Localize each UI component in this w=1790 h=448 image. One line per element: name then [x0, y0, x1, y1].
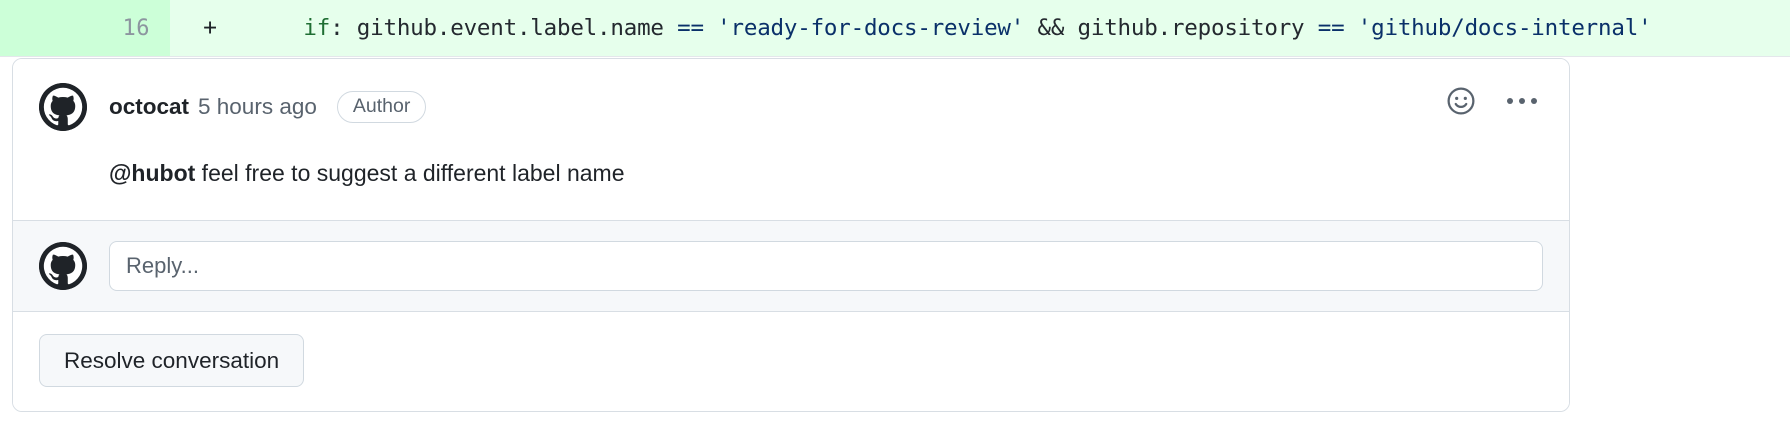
avatar[interactable] — [39, 242, 87, 291]
author-badge: Author — [336, 90, 427, 124]
comment-author[interactable]: octocat — [109, 94, 190, 119]
kebab-dot — [1531, 98, 1537, 104]
comment-header-actions — [1443, 83, 1543, 119]
reply-input[interactable] — [109, 241, 1543, 292]
user-mention-link[interactable]: @hubot — [109, 160, 196, 186]
diff-add-marker: + — [203, 15, 217, 41]
comment-timestamp[interactable]: 5 hours ago — [198, 94, 317, 119]
resolve-conversation-button[interactable]: Resolve conversation — [39, 334, 305, 388]
code-token-string-2: 'github/docs-internal' — [1357, 15, 1652, 41]
kebab-dot — [1519, 98, 1525, 104]
comment-footer: Resolve conversation — [13, 312, 1569, 412]
diff-line-added: 16 + if: github.event.label.name == 'rea… — [0, 0, 1790, 57]
reply-row — [13, 220, 1569, 313]
diff-code-content[interactable]: if: github.event.label.name == 'ready-fo… — [250, 0, 1790, 56]
code-token-expression-2: github.repository — [1077, 15, 1318, 41]
comment-block: octocat 5 hours ago Author — [13, 59, 1569, 221]
avatar[interactable] — [39, 83, 87, 131]
code-token-colon: : — [330, 15, 357, 41]
smiley-icon[interactable] — [1443, 83, 1479, 119]
diff-line-number[interactable]: 16 — [0, 0, 170, 56]
code-token-string-1: 'ready-for-docs-review' — [717, 15, 1025, 41]
code-token-operator-1: == — [677, 15, 718, 41]
comment-body-text: feel free to suggest a different label n… — [195, 160, 625, 186]
comment-body: @hubot feel free to suggest a different … — [13, 131, 1569, 220]
kebab-menu-icon[interactable] — [1501, 98, 1543, 104]
code-token-and-operator: && — [1024, 15, 1078, 41]
comment-header: octocat 5 hours ago Author — [13, 59, 1569, 131]
code-token-keyword: if — [303, 15, 331, 41]
review-comment-thread: octocat 5 hours ago Author — [12, 58, 1570, 413]
kebab-dot — [1507, 98, 1513, 104]
code-token-expression-1: github.event.label.name — [356, 15, 678, 41]
diff-code-indent — [250, 15, 303, 41]
code-token-operator-2: == — [1317, 15, 1358, 41]
